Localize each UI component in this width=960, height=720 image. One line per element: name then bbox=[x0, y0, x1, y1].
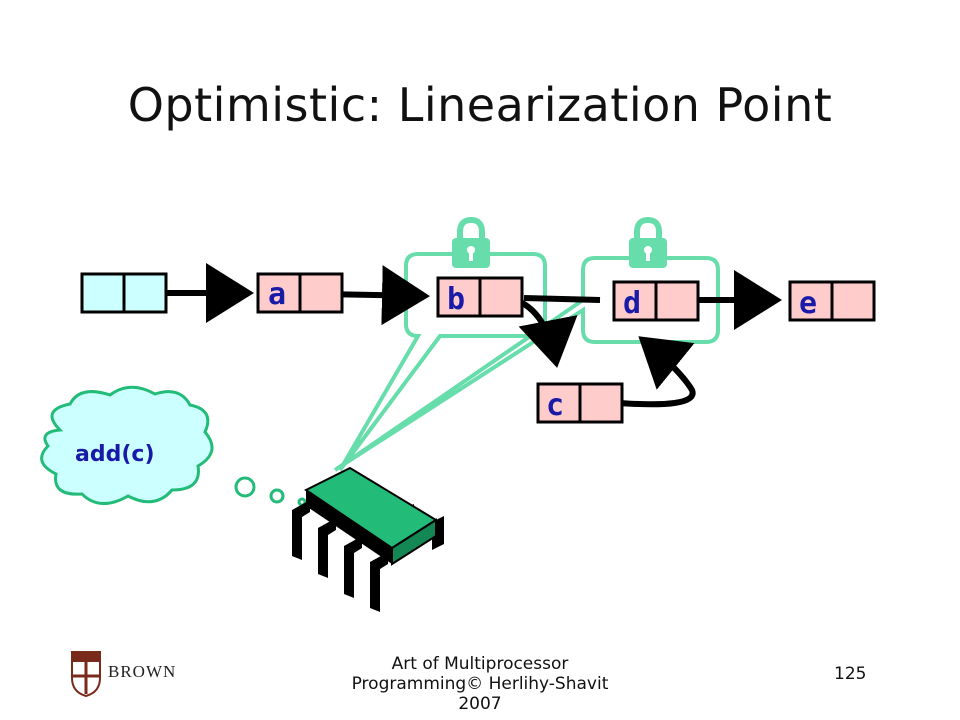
footer-line: Programming© Herlihy-Shavit bbox=[351, 674, 609, 694]
node-label-a: a bbox=[268, 277, 286, 312]
list-node-a: a bbox=[256, 272, 344, 314]
brown-logo-text: BROWN bbox=[108, 662, 177, 681]
processor-chip-icon bbox=[292, 466, 444, 612]
footer-line: 2007 bbox=[458, 694, 502, 714]
footer-line: Art of Multiprocessor bbox=[391, 654, 569, 674]
page-number: 125 bbox=[834, 664, 867, 684]
list-node-e: e bbox=[788, 280, 876, 322]
list-head-node bbox=[80, 272, 168, 314]
footer-citation: Art of Multiprocessor Programming© Herli… bbox=[320, 654, 640, 714]
list-node-b: b bbox=[436, 276, 524, 318]
thought-text: add(c) bbox=[75, 442, 155, 467]
list-node-d: d bbox=[612, 280, 700, 322]
thought-cloud: add(c) bbox=[40, 385, 307, 507]
pointer-c-to-d bbox=[605, 336, 696, 408]
padlock-icon bbox=[452, 216, 490, 268]
slide-title: Optimistic: Linearization Point bbox=[127, 78, 833, 132]
pointer-b-to-d-faded bbox=[523, 295, 601, 303]
brown-logo bbox=[71, 651, 101, 698]
node-label-b: b bbox=[447, 282, 465, 317]
list-node-c: c bbox=[536, 382, 624, 424]
node-label-c: c bbox=[546, 388, 564, 423]
node-label-d: d bbox=[623, 286, 641, 321]
node-label-e: e bbox=[799, 286, 817, 321]
padlock-icon bbox=[629, 216, 667, 268]
